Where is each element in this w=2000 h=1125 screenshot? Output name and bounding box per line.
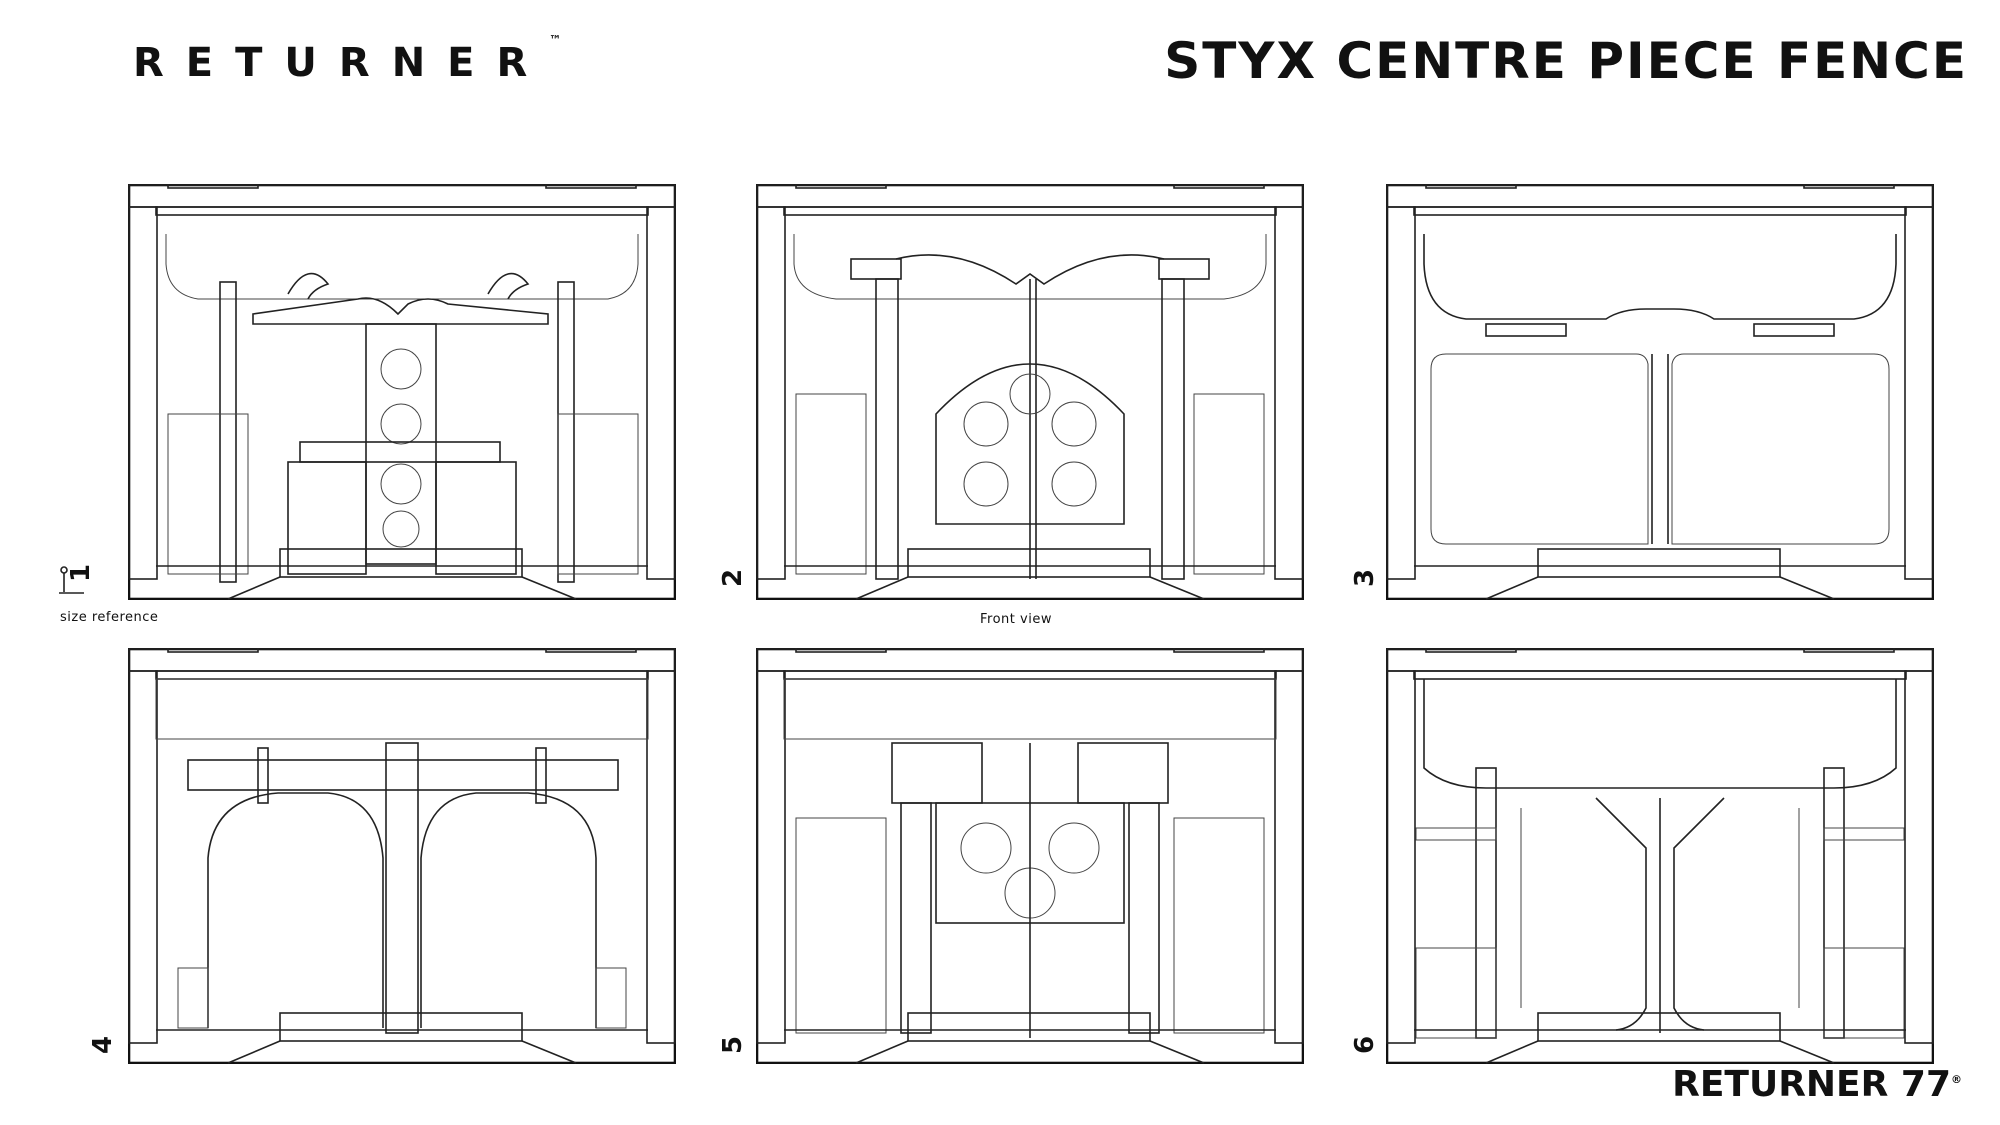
brand-name: RETURNER — [133, 40, 550, 86]
fence-panel-6 — [1386, 648, 1934, 1064]
logo-registered-mark: ® — [1951, 1073, 1962, 1086]
logo-text: RETURNER 77 — [1672, 1064, 1951, 1105]
panel-number-6: 6 — [1350, 1035, 1380, 1055]
panel-number-4: 4 — [88, 1035, 118, 1055]
fence-drawing-3 — [1386, 184, 1934, 600]
panel-number-2: 2 — [718, 568, 748, 588]
size-reference-caption: size reference — [60, 610, 159, 625]
fence-panel-2 — [756, 184, 1304, 600]
fence-panel-5 — [756, 648, 1304, 1064]
panel-number-3: 3 — [1350, 568, 1380, 588]
front-view-caption: Front view — [980, 612, 1052, 627]
fence-drawing-4 — [128, 648, 676, 1064]
returner77-logo: RETURNER 77® — [1672, 1064, 1962, 1105]
fence-panel-4 — [128, 648, 676, 1064]
brand-tm: ™ — [549, 32, 562, 47]
page-title: STYX CENTRE PIECE FENCE — [1164, 32, 1968, 90]
fence-drawing-6 — [1386, 648, 1934, 1064]
panel-number-1: 1 — [66, 563, 96, 583]
fence-drawing-1 — [128, 184, 676, 600]
fence-panel-1 — [128, 184, 676, 600]
brand-logo: RETURNER™ — [133, 33, 561, 86]
fence-drawing-5 — [756, 648, 1304, 1064]
fence-panel-3 — [1386, 184, 1934, 600]
panel-number-5: 5 — [718, 1035, 748, 1055]
person-figure-icon — [59, 566, 84, 594]
fence-drawing-2 — [756, 184, 1304, 600]
